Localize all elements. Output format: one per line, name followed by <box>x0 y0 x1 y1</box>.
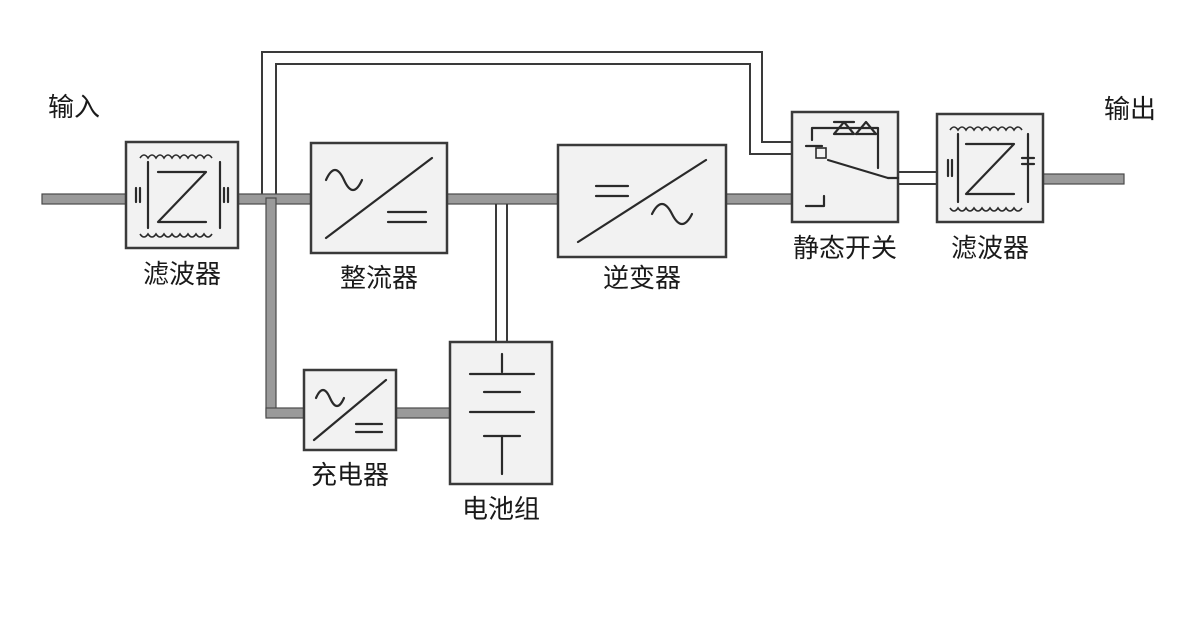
input-filter-block <box>124 140 240 250</box>
dc-to-ac-icon <box>576 158 708 244</box>
output-filter-label: 滤波器 <box>951 234 1029 264</box>
inverter-label: 逆变器 <box>603 264 681 294</box>
battery-icon <box>468 352 536 476</box>
lc-filter-icon <box>946 126 1036 212</box>
input-label: 输入 <box>48 93 100 123</box>
ac-to-dc-icon <box>324 156 434 240</box>
thyristor-switch-icon <box>804 120 900 208</box>
battery-link <box>495 204 508 342</box>
lc-filter-icon <box>134 154 230 238</box>
charger-label: 充电器 <box>311 461 389 491</box>
rectifier-label: 整流器 <box>340 264 418 294</box>
battery-label: 电池组 <box>462 495 540 525</box>
switch-output-link <box>898 171 937 185</box>
power-bus <box>41 173 1125 419</box>
charger-block <box>302 368 398 452</box>
bypass-line <box>261 51 792 196</box>
battery-block <box>448 340 554 486</box>
input-filter-label: 滤波器 <box>143 260 221 290</box>
static-switch-label: 静态开关 <box>793 234 897 264</box>
inverter-block <box>556 143 728 259</box>
static-switch-block <box>790 110 900 224</box>
output-filter-block <box>935 112 1045 224</box>
rectifier-block <box>309 141 449 255</box>
ac-to-dc-icon <box>312 378 388 442</box>
output-label: 输出 <box>1104 95 1156 125</box>
